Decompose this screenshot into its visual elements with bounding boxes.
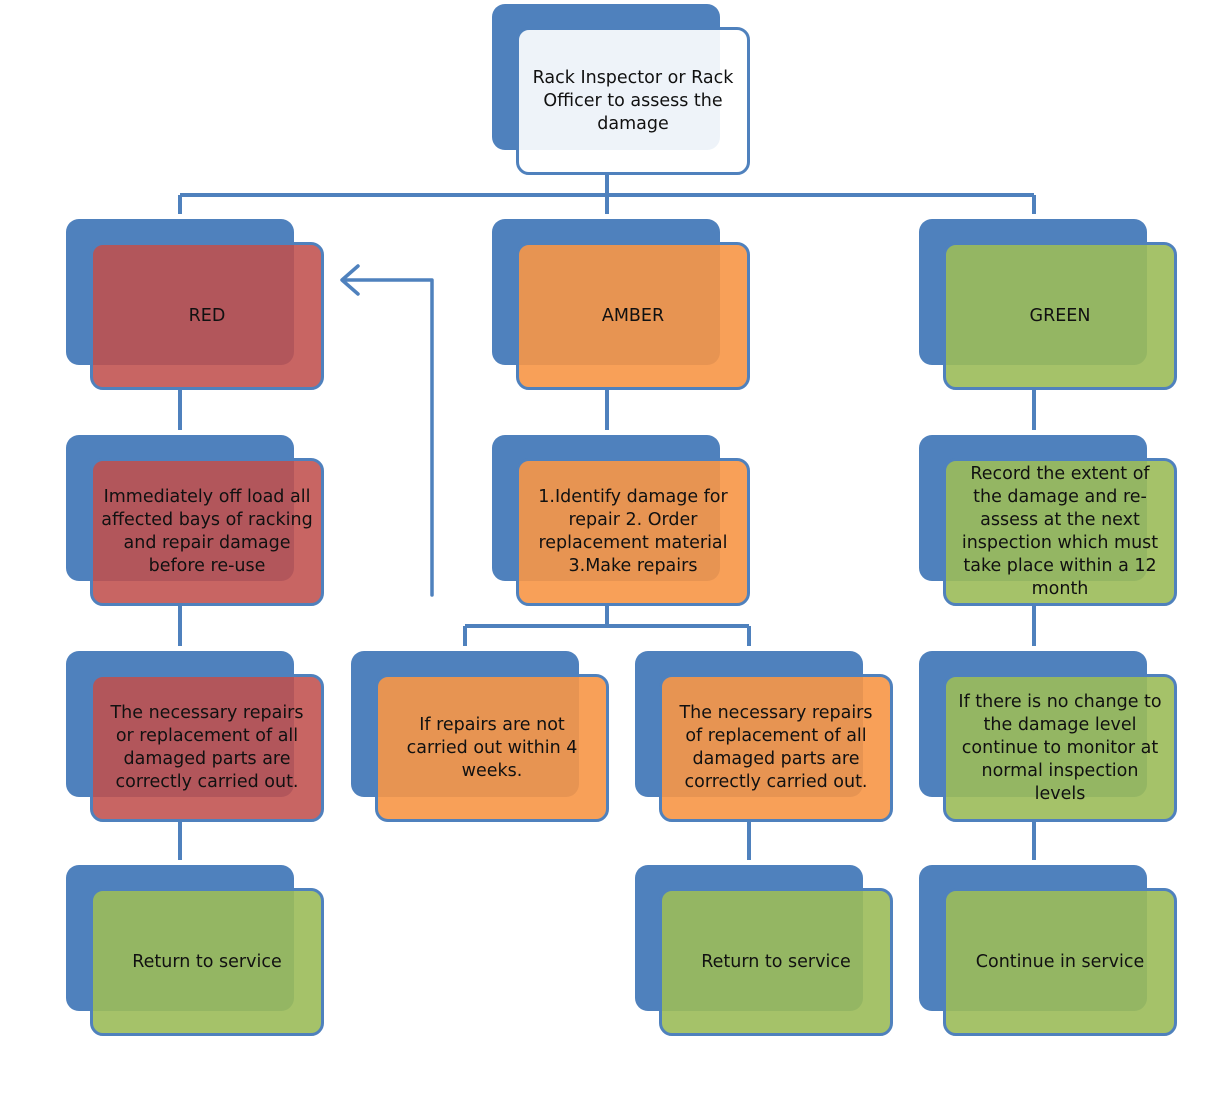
node-root-text: Rack Inspector or Rack Officer to assess… <box>532 67 734 134</box>
node-red-return-text: Return to service <box>132 951 282 972</box>
node-amber-not-repaired: If repairs are not carried out within 4 … <box>351 651 609 823</box>
node-red-repairs-text: The necessary repairs or replacement of … <box>110 703 304 792</box>
node-red-action-text: Immediately off load all affected bays o… <box>101 487 313 576</box>
node-red-action: Immediately off load all affected bays o… <box>66 435 324 607</box>
node-green-continue: Continue in service <box>919 865 1177 1037</box>
node-amber-repairs: The necessary repairs of replacement of … <box>635 651 893 823</box>
node-red-return: Return to service <box>66 865 324 1037</box>
node-green-continue-text: Continue in service <box>975 951 1145 972</box>
escalation-arrow <box>340 264 434 597</box>
node-red-text: RED <box>188 305 226 326</box>
node-green: GREEN <box>919 219 1177 391</box>
node-green-no-change: If there is no change to the damage leve… <box>919 651 1177 823</box>
node-red-repairs: The necessary repairs or replacement of … <box>66 651 324 823</box>
node-green-action: Record the extent of the damage and re-a… <box>919 435 1177 607</box>
node-amber-return: Return to service <box>635 865 893 1037</box>
node-amber-action-text: 1.Identify damage for repair 2. Order re… <box>538 487 728 576</box>
node-red: RED <box>66 219 324 391</box>
node-root: Rack Inspector or Rack Officer to assess… <box>492 4 750 176</box>
node-green-no-change-text: If there is no change to the damage leve… <box>958 691 1162 804</box>
node-amber-action: 1.Identify damage for repair 2. Order re… <box>492 435 750 607</box>
node-amber-repairs-text: The necessary repairs of replacement of … <box>679 703 873 792</box>
node-amber-return-text: Return to service <box>701 951 851 972</box>
node-amber: AMBER <box>492 219 750 391</box>
node-green-action-text: Record the extent of the damage and re-a… <box>961 464 1159 599</box>
node-amber-not-repaired-text: If repairs are not carried out within 4 … <box>406 714 578 781</box>
node-amber-text: AMBER <box>601 305 665 326</box>
node-green-text: GREEN <box>1029 305 1091 326</box>
